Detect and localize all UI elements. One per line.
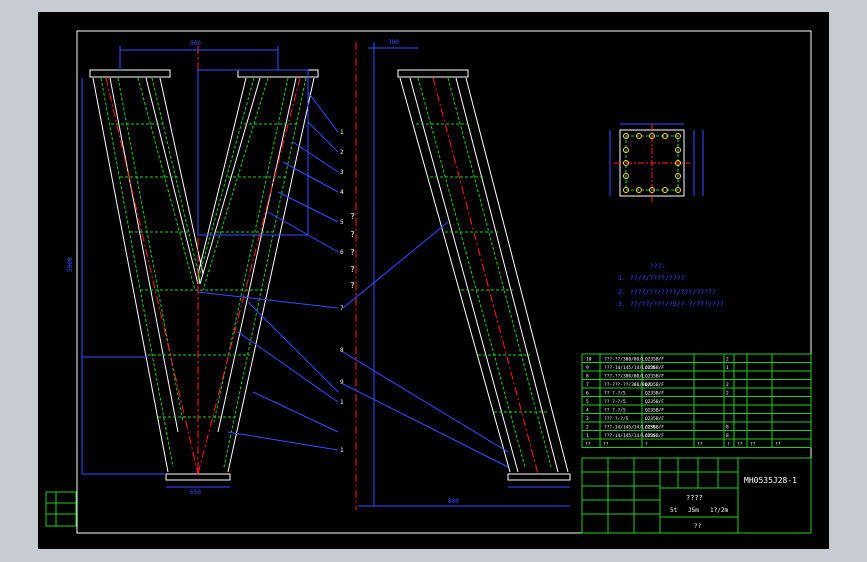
bom-row-no: 6 (586, 391, 589, 397)
material: ?? (694, 523, 702, 530)
svg-text:8: 8 (340, 347, 344, 354)
notes-heading: ???: (650, 262, 666, 270)
bom-row-material: Q235B/F (645, 408, 664, 414)
bom-header-cell: ?? (603, 442, 609, 448)
svg-text:7: 7 (340, 305, 344, 312)
svg-text:?: ? (350, 281, 355, 290)
bom-header-cell: ?? (750, 442, 756, 448)
bom-row-qty: 8 (726, 425, 729, 431)
dim-bottom-right: 800 (448, 498, 459, 505)
bom-row-qty: 2 (726, 391, 729, 397)
bom-row-material: Q235B/F (645, 399, 664, 405)
bom-header-cell: ?? (585, 442, 591, 448)
bom-row-qty: 8 (726, 433, 729, 439)
revision-block (45, 491, 77, 527)
bom-row-no: 3 (586, 416, 589, 422)
drawing-canvas: 500 650 5000 1 2 3 4 5 6 7 8 9 1 1 ? ? ? (45, 30, 812, 534)
svg-text:1: 1 (340, 447, 344, 454)
bom-row-material: Q235B/F (645, 357, 664, 363)
spec-span: J5m (688, 507, 699, 514)
drawing-viewport[interactable]: 500 650 5000 1 2 3 4 5 6 7 8 9 1 1 ? ? ? (38, 12, 829, 549)
title-block: MH0535J28-1 ???? 5t J5m 1?/2m ?? (581, 457, 812, 534)
bom-row-material: Q235B/F (645, 391, 664, 397)
bom-row-name: ???-??/380/80/L (604, 374, 645, 380)
bom-row-no: 5 (586, 399, 589, 405)
note-line-1: 1. ??/?/????/???? (618, 274, 685, 282)
bom-row-qty: 1 (726, 365, 729, 371)
bom-row-name: ??-???-??/380/80/L (604, 382, 653, 388)
v-frame-front-view (89, 69, 319, 481)
callout-numbers-left: 1 2 3 4 5 6 7 8 9 1 1 (340, 129, 344, 454)
bom-row-no: 9 (586, 365, 589, 371)
svg-text:?: ? (350, 212, 355, 221)
bom-row-qty: 2 (726, 382, 729, 388)
dim-bottom-left: 650 (190, 489, 201, 496)
bom-row-name: ???-??/380/80/L (604, 357, 645, 363)
dim-top-right: 300 (388, 39, 399, 46)
notes-block: ???: 1. ??/?/????/???? 2. ????/??/????/?… (618, 262, 724, 308)
svg-text:?: ? (350, 265, 355, 274)
bom-header-cell: ?? (775, 442, 781, 448)
bom-row-name: ???-14/145/14/L/150 (604, 433, 656, 439)
v-frame-hidden-lines (100, 77, 307, 468)
dim-height: 5000 (67, 257, 74, 272)
bom-row-material: Q235B/F (645, 365, 664, 371)
bom-row-name: ?? ?-?/5 (604, 391, 626, 397)
bom-row-name: ?? ?-?/5 (604, 408, 626, 414)
side-view-hidden-lines (416, 77, 552, 468)
note-line-3: 3. ??/??/???/?5/?-?/???/??? (618, 300, 724, 308)
bom-row-name: ?? ?-?/5 (604, 399, 626, 405)
bom-row-no: 1 (586, 433, 589, 439)
flange-detail (609, 123, 704, 202)
spec-height: 1?/2m (710, 507, 728, 514)
drawing-number: MH0535J28-1 (744, 476, 797, 485)
dim-top-left: 500 (190, 40, 201, 47)
bom-row-material: Q235B/F (645, 374, 664, 380)
svg-text:?: ? (350, 230, 355, 239)
bom-row-material: Q235B/F (645, 433, 664, 439)
bom-row-material: Q235B/F (645, 382, 664, 388)
svg-text:1: 1 (340, 399, 344, 406)
bom-row-no: 10 (586, 357, 592, 363)
svg-text:5: 5 (340, 219, 344, 226)
side-view-structure (397, 69, 571, 481)
bom-row-no: 4 (586, 408, 589, 414)
bom-row-no: 8 (586, 374, 589, 380)
svg-text:?: ? (350, 248, 355, 257)
svg-text:4: 4 (340, 189, 344, 196)
drawing-name: ???? (686, 494, 703, 502)
svg-text:3: 3 (340, 169, 344, 176)
bom-row-name: ???-14/145/14/L/150 (604, 365, 656, 371)
svg-text:9: 9 (340, 379, 344, 386)
drawing-border (76, 30, 812, 534)
spec-load: 5t (670, 507, 678, 514)
bom-row-qty: 2 (726, 357, 729, 363)
bom-header-cell: ?? (737, 442, 743, 448)
bom-header-cell: ? (727, 442, 730, 448)
bom-row-material: Q235B/F (645, 425, 664, 431)
side-view-center-line (432, 77, 539, 475)
note-line-2: 2. ????/??/????/???/????? (618, 288, 716, 296)
dimensions-front-view (81, 46, 339, 488)
bom-row-material: Q235B/F (645, 416, 664, 422)
bom-row-name: ???-14/145/14/L/150 (604, 425, 656, 431)
svg-text:6: 6 (340, 249, 344, 256)
bom-header-cell: ?? (697, 442, 703, 448)
dimensions-side-view (342, 42, 570, 507)
bom-row-no: 2 (586, 425, 589, 431)
bom-row-name: ??? ?-?/5 (604, 416, 629, 422)
callout-numbers-mid: ? ? ? ? ? (350, 212, 355, 290)
bom-header-cell: ? (645, 442, 648, 448)
svg-text:1: 1 (340, 129, 344, 136)
svg-text:2: 2 (340, 149, 344, 156)
bom-row-no: 7 (586, 382, 589, 388)
